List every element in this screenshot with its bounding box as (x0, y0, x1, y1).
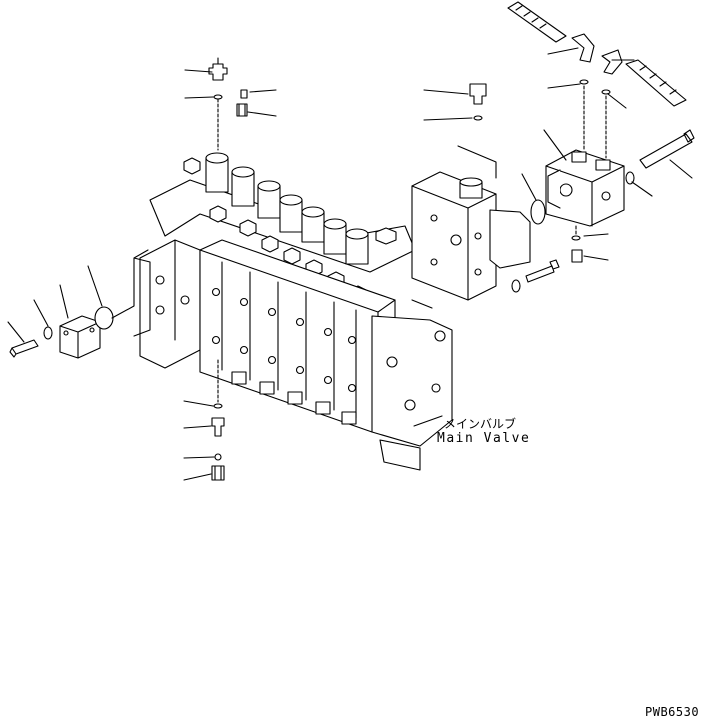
leader (632, 182, 652, 196)
pilot-port (431, 259, 437, 265)
leader (60, 285, 68, 318)
valve-right-end (372, 316, 452, 446)
right-block-flange (548, 170, 560, 208)
pilot-port (451, 235, 461, 245)
hose-right-stripes (640, 66, 676, 94)
hose-top (508, 2, 566, 42)
dashed-bracket (112, 250, 148, 318)
leader (548, 48, 578, 54)
leader (424, 118, 472, 120)
main-valve-label-en: Main Valve (437, 431, 531, 446)
bottom-fitting-group (184, 360, 224, 480)
right-block-port (602, 192, 610, 200)
pilot-bracket-down (412, 300, 432, 308)
elbow-o-ring (580, 80, 588, 84)
pilot-o-ring (531, 200, 545, 224)
top-left-fitting-group (185, 58, 276, 150)
leader (184, 474, 211, 480)
leader (8, 322, 24, 342)
leader (185, 70, 212, 72)
right-port (405, 400, 415, 410)
leader (544, 130, 566, 160)
block-o-ring-bottom (572, 236, 580, 240)
right-block-port (560, 184, 572, 196)
drawing-code: PWB6530 (645, 705, 700, 719)
leader (184, 426, 211, 428)
bottom-bosses (232, 372, 356, 424)
leader (250, 90, 276, 92)
elbow-fitting (572, 34, 594, 62)
valve-left-end (140, 240, 200, 368)
bottom-connector (212, 418, 224, 436)
pilot-port (475, 269, 481, 275)
port (156, 306, 164, 314)
plate-bolt-hole (90, 328, 94, 332)
small-plug (241, 90, 247, 98)
right-block-boss (572, 152, 586, 162)
leader (584, 256, 608, 260)
pilot-port (431, 215, 437, 221)
valve-left-bracket (134, 258, 150, 336)
hose-assembly (508, 2, 686, 108)
leader (34, 300, 48, 326)
block-long-bolt (640, 130, 694, 168)
block-bottom-nut (572, 250, 582, 262)
pilot-block-group (412, 84, 559, 308)
right-port (435, 331, 445, 341)
right-valve-block (544, 86, 694, 262)
plug (470, 84, 486, 104)
leader (184, 401, 213, 406)
right-o-ring (602, 90, 610, 94)
port (181, 296, 189, 304)
port (156, 276, 164, 284)
right-block-boss (596, 160, 610, 170)
cover-plate (60, 316, 100, 358)
pilot-port (475, 233, 481, 239)
hose-right (626, 60, 686, 106)
main-valve-leader (414, 416, 442, 426)
elbow-fitting-right (602, 50, 622, 74)
bottom-nut (212, 466, 224, 480)
plate-bolt-hole (64, 331, 68, 335)
plug-o-ring (474, 116, 482, 120)
right-port (432, 384, 440, 392)
front-face-sections (222, 262, 356, 418)
leader (522, 174, 536, 200)
leader (608, 94, 626, 108)
leader (424, 90, 468, 94)
main-valve-body (134, 153, 452, 470)
top-elbow-fitting (209, 64, 227, 80)
pilot-boss-top (460, 178, 482, 186)
bottom-washer (215, 454, 221, 460)
left-cover-group (8, 250, 148, 358)
hose-top-stripes (516, 6, 546, 28)
leader (248, 112, 276, 116)
leader (88, 266, 102, 306)
leader (185, 97, 213, 98)
o-ring-left (95, 307, 113, 329)
leader (670, 160, 692, 178)
long-bolt (526, 260, 559, 282)
leader (584, 234, 608, 236)
top-o-ring (214, 95, 222, 99)
small-washer (512, 280, 520, 292)
right-end-boss (380, 440, 420, 470)
washer (44, 327, 52, 339)
right-port (387, 357, 397, 367)
leader (184, 457, 214, 458)
pilot-block-bracket (458, 146, 496, 178)
bolt (10, 340, 38, 357)
front-ports (213, 289, 356, 392)
spool-caps (206, 153, 368, 264)
main-valve-label-jp: メインバルブ (444, 417, 517, 431)
block-washer (626, 172, 634, 184)
leader (548, 84, 580, 88)
small-nut (237, 104, 247, 116)
bottom-o-ring (214, 404, 222, 408)
pilot-side-block (490, 210, 530, 268)
